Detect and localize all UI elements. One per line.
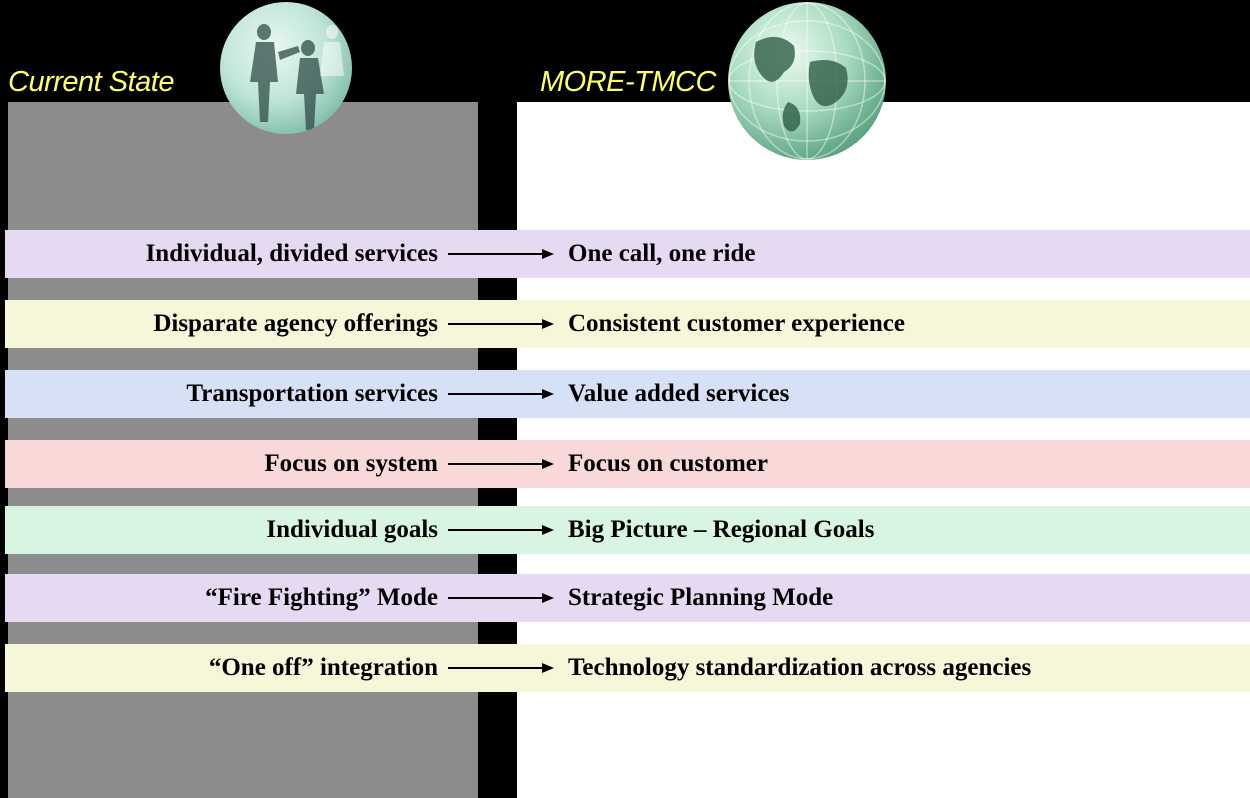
future-state-item: One call, one ride: [568, 240, 756, 267]
current-state-item: Focus on system: [264, 450, 438, 477]
current-state-item: Individual goals: [266, 516, 438, 543]
transition-row: Individual goals Big Picture – Regional …: [5, 506, 1250, 554]
current-state-item: Disparate agency offerings: [153, 310, 438, 337]
future-state-item: Technology standardization across agenci…: [568, 654, 1032, 681]
right-arrow-icon: [438, 230, 563, 278]
current-state-item: “Fire Fighting” Mode: [205, 584, 438, 611]
future-state-item: Consistent customer experience: [568, 310, 905, 337]
future-state-item: Big Picture – Regional Goals: [568, 516, 875, 543]
future-state-item: Focus on customer: [568, 450, 768, 477]
transition-row: “One off” integration Technology standar…: [5, 644, 1250, 692]
people-globe-icon: [220, 2, 352, 134]
future-state-item: Value added services: [568, 380, 790, 407]
transition-row: “Fire Fighting” Mode Strategic Planning …: [5, 574, 1250, 622]
transition-row: Focus on system Focus on customer: [5, 440, 1250, 488]
transition-row: Disparate agency offerings Consistent cu…: [5, 300, 1250, 348]
right-arrow-icon: [438, 644, 563, 692]
future-state-item: Strategic Planning Mode: [568, 584, 834, 611]
right-arrow-icon: [438, 440, 563, 488]
right-arrow-icon: [438, 506, 563, 554]
more-tmcc-heading: MORE-TMCC: [540, 66, 716, 98]
right-arrow-icon: [438, 574, 563, 622]
current-state-item: Transportation services: [186, 380, 438, 407]
world-globe-icon: [728, 2, 886, 160]
right-arrow-icon: [438, 300, 563, 348]
transition-row: Transportation services Value added serv…: [5, 370, 1250, 418]
right-arrow-icon: [438, 370, 563, 418]
current-state-heading: Current State: [8, 66, 174, 98]
transition-row: Individual, divided services One call, o…: [5, 230, 1250, 278]
current-state-item: “One off” integration: [208, 654, 438, 681]
current-state-item: Individual, divided services: [145, 240, 438, 267]
